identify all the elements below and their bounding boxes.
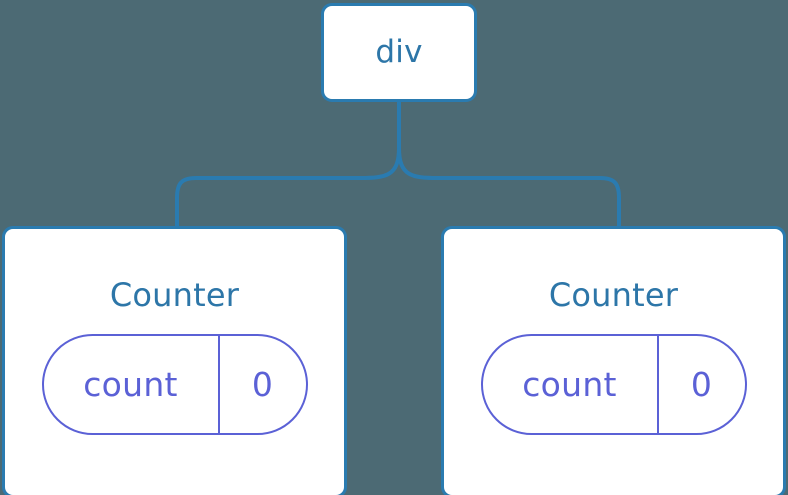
state-pill-0[interactable]: count 0	[41, 334, 308, 435]
node-counter-1-label: Counter	[548, 276, 679, 314]
node-div[interactable]: div	[321, 3, 477, 102]
state-pill-1-key: count	[522, 365, 617, 404]
state-pill-0-value-cell: 0	[220, 336, 306, 433]
node-counter-0-label: Counter	[109, 276, 240, 314]
state-pill-1-key-cell: count	[483, 336, 659, 433]
connector-branch-left	[175, 147, 401, 228]
state-pill-0-value: 0	[251, 365, 274, 404]
state-pill-1-value: 0	[690, 365, 713, 404]
connector-branch-right	[397, 147, 621, 228]
node-counter-1[interactable]: Counter count 0	[441, 226, 786, 495]
state-pill-0-key-cell: count	[44, 336, 220, 433]
state-pill-0-key: count	[83, 365, 178, 404]
state-pill-1-value-cell: 0	[659, 336, 745, 433]
node-div-label: div	[375, 34, 423, 70]
node-counter-0[interactable]: Counter count 0	[2, 226, 347, 495]
state-pill-1[interactable]: count 0	[480, 334, 747, 435]
